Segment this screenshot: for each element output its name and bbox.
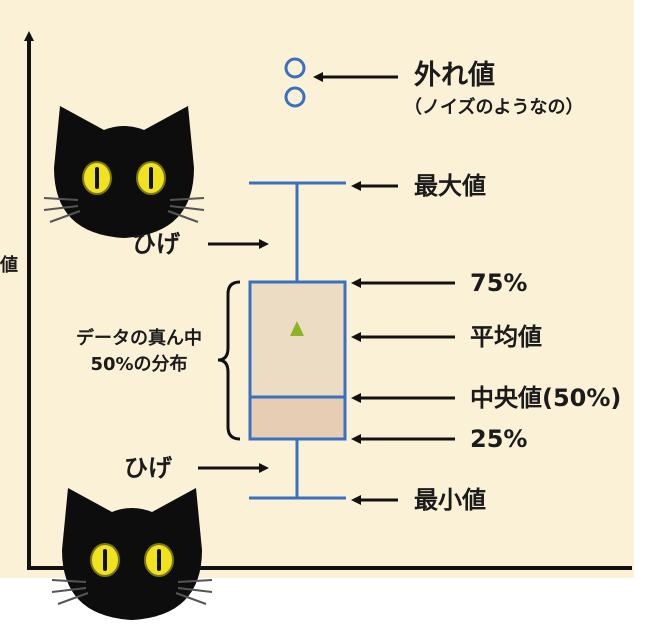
y-axis-label: 値 [0,255,18,276]
box-upper-half [250,282,345,397]
median-label: 中央値(50%) [470,384,622,412]
whisker-lower-label: ひげ [124,454,172,482]
q3-label: 75% [470,269,528,297]
outlier-point [284,86,306,108]
max-label: 最大値 [414,172,486,200]
mean-label: 平均値 [470,323,542,351]
black-cat-icon [51,487,213,621]
outlier-point [284,57,306,79]
outlier-note: （ノイズのようなの） [404,97,584,118]
middle-50-label-line1: データの真ん中 [76,328,202,349]
box-lower-half [250,397,345,439]
brace [217,280,241,441]
outlier-label: 外れ値 [414,60,495,91]
middle-50-label-line2: 50%の分布 [90,354,188,375]
black-cat-icon [43,105,205,239]
mean-marker [290,321,304,336]
min-label: 最小値 [414,486,486,514]
whisker-upper-label: ひげ [132,230,180,258]
q1-label: 25% [470,425,528,453]
